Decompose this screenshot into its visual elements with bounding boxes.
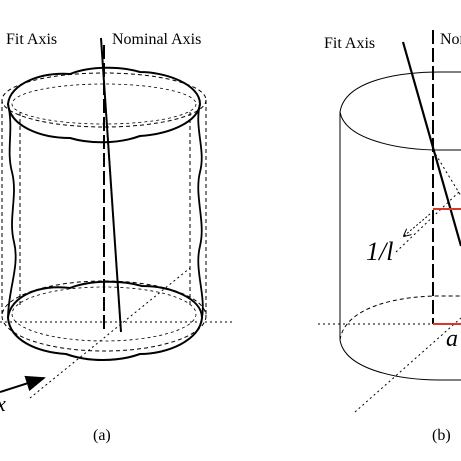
fit-axis-label-b: Fit Axis — [324, 35, 375, 52]
diagonal-reference-line-a — [29, 267, 191, 399]
wavy-left-profile — [7, 103, 17, 319]
diagonal-reference-line-b — [354, 317, 461, 413]
fit-axis-b — [401, 41, 461, 247]
caption-a: (a) — [93, 427, 111, 444]
x-axis-label: x — [0, 391, 6, 416]
offset-label: a — [446, 326, 458, 352]
caption-b: (b) — [432, 427, 451, 444]
wavy-top-ring — [6, 66, 202, 144]
projection-line-b — [395, 189, 461, 253]
slope-arrow — [404, 213, 431, 236]
x-direction-arrow — [0, 375, 46, 393]
fit-axis-a — [100, 37, 122, 333]
fit-axis-extension-b — [432, 149, 461, 197]
fit-axis-label-a: Fit Axis — [6, 31, 57, 48]
nominal-axis-label-a: Nominal Axis — [112, 31, 201, 48]
panel-a: x Fit Axis Nominal Axis (a) — [0, 31, 234, 444]
panel-b: Fit Axis Nominal Axis 1/l a (b) — [318, 30, 461, 444]
slope-label: 1/l — [366, 237, 393, 266]
nominal-axis-label-b: Nominal Axis — [440, 31, 461, 48]
cylinder-b — [339, 71, 461, 381]
wavy-right-profile — [197, 103, 204, 319]
